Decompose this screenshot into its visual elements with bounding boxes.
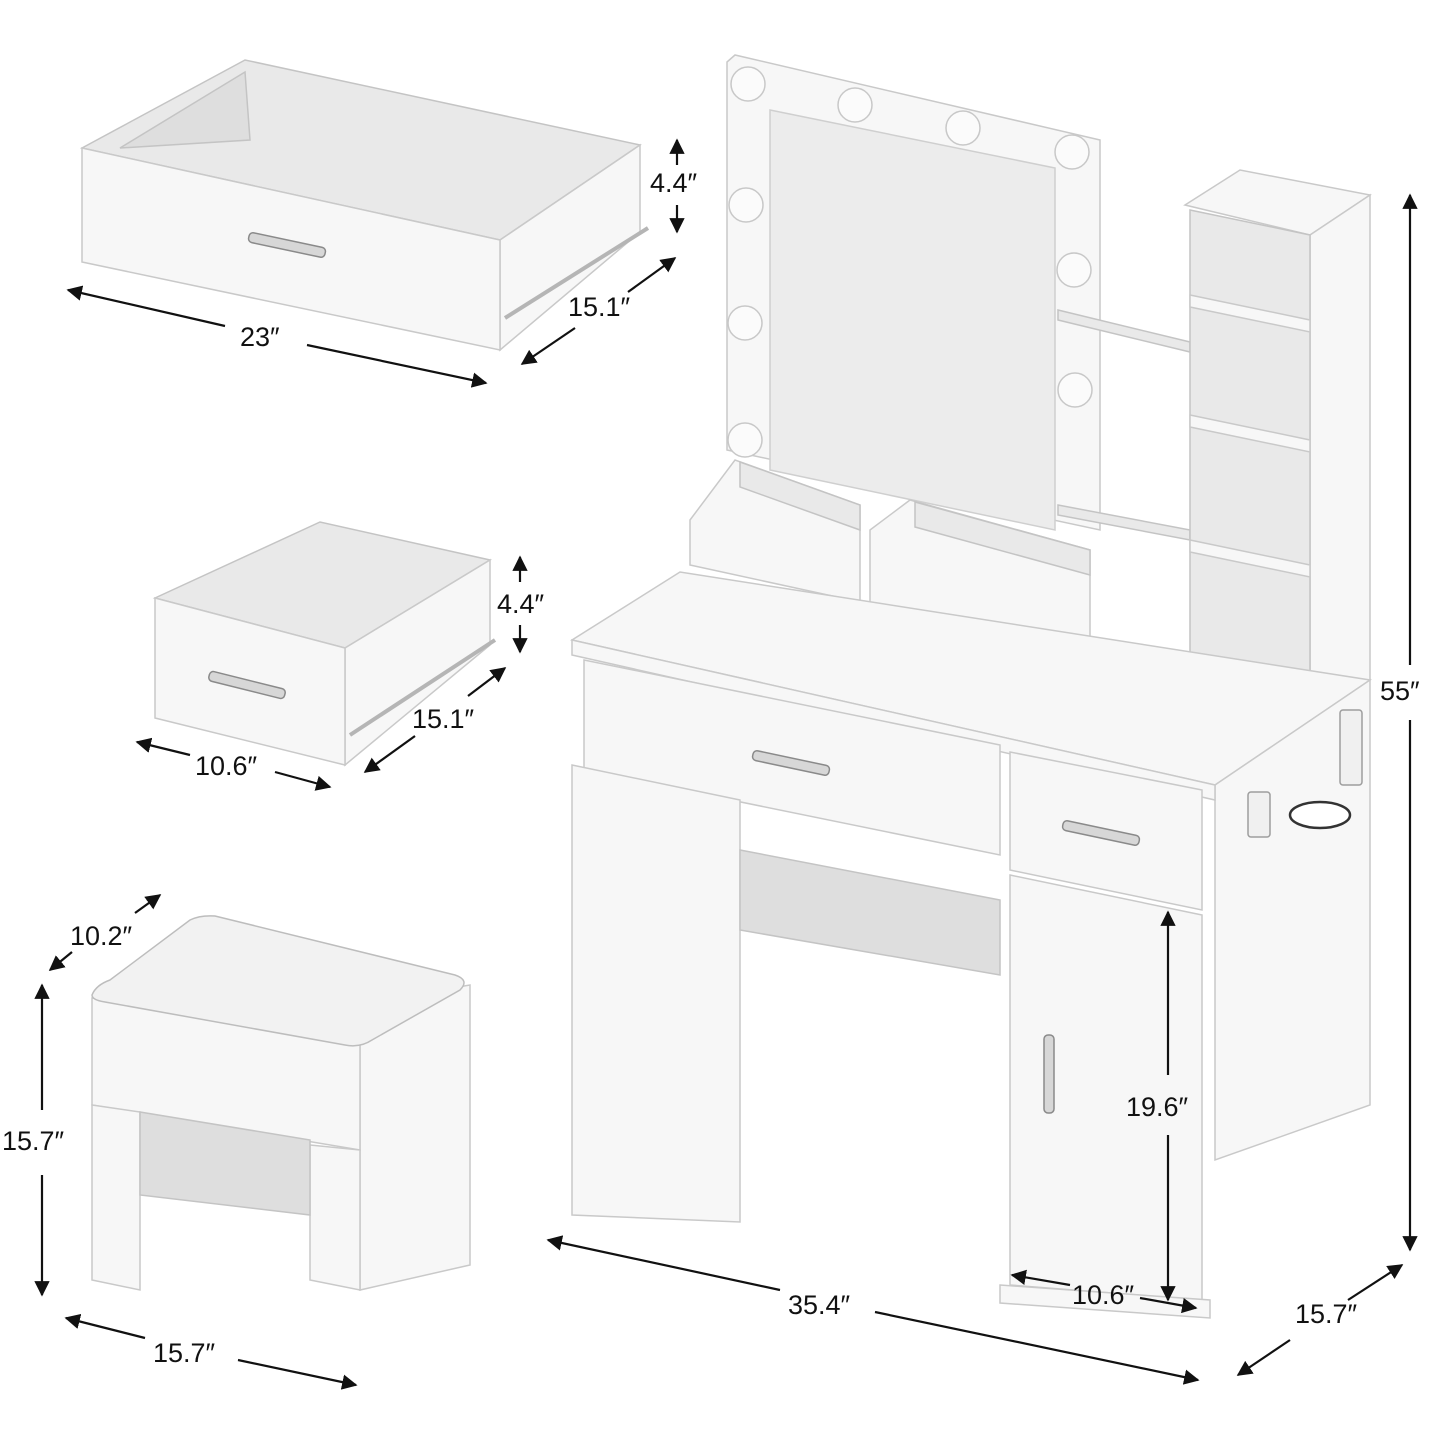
- light-bulb-icon: [1057, 372, 1093, 408]
- vanity-illustration: [570, 54, 1372, 1319]
- stool-cushion: [91, 915, 465, 1047]
- stool-width-label: 15.7″: [153, 1338, 216, 1368]
- light-bulb-icon: [727, 422, 763, 458]
- dimension-lines: [34, 138, 1418, 1390]
- light-bulb-icon: [727, 305, 763, 341]
- drawer-handle: [751, 749, 831, 777]
- door-handle: [1043, 1034, 1055, 1114]
- large-drawer-height-label: 4.4″: [650, 168, 698, 198]
- light-bulb-icon: [730, 66, 766, 102]
- large-drawer-width-label: 23″: [240, 322, 280, 352]
- vanity-total-width-label: 35.4″: [788, 1290, 851, 1320]
- drawer-handle: [1061, 819, 1141, 847]
- stool-height-label: 15.7″: [2, 1126, 65, 1156]
- small-drawer-illustration: [152, 521, 497, 767]
- small-drawer-width-label: 10.6″: [195, 751, 258, 781]
- cup-holder-icon: [1288, 800, 1352, 830]
- large-drawer-depth-label: 15.1″: [568, 292, 631, 322]
- large-drawer-illustration: [79, 59, 650, 352]
- light-bulb-icon: [1056, 252, 1092, 288]
- vanity-total-height-label: 55″: [1380, 676, 1420, 706]
- power-outlet-icon: [1339, 709, 1363, 786]
- drawer-handle: [247, 231, 327, 259]
- light-bulb-icon: [1054, 134, 1090, 170]
- stool-depth-label: 10.2″: [70, 921, 133, 951]
- cabinet-height-label: 19.6″: [1126, 1092, 1189, 1122]
- cabinet-width-label: 10.6″: [1072, 1280, 1135, 1310]
- small-drawer-height-label: 4.4″: [497, 589, 545, 619]
- light-bulb-icon: [728, 187, 764, 223]
- vanity-depth-label: 15.7″: [1295, 1299, 1358, 1329]
- light-bulb-icon: [837, 87, 873, 123]
- small-drawer-depth-label: 15.1″: [412, 704, 475, 734]
- stool-illustration: [91, 915, 471, 1291]
- drawer-handle: [208, 670, 286, 700]
- light-bulb-icon: [945, 110, 981, 146]
